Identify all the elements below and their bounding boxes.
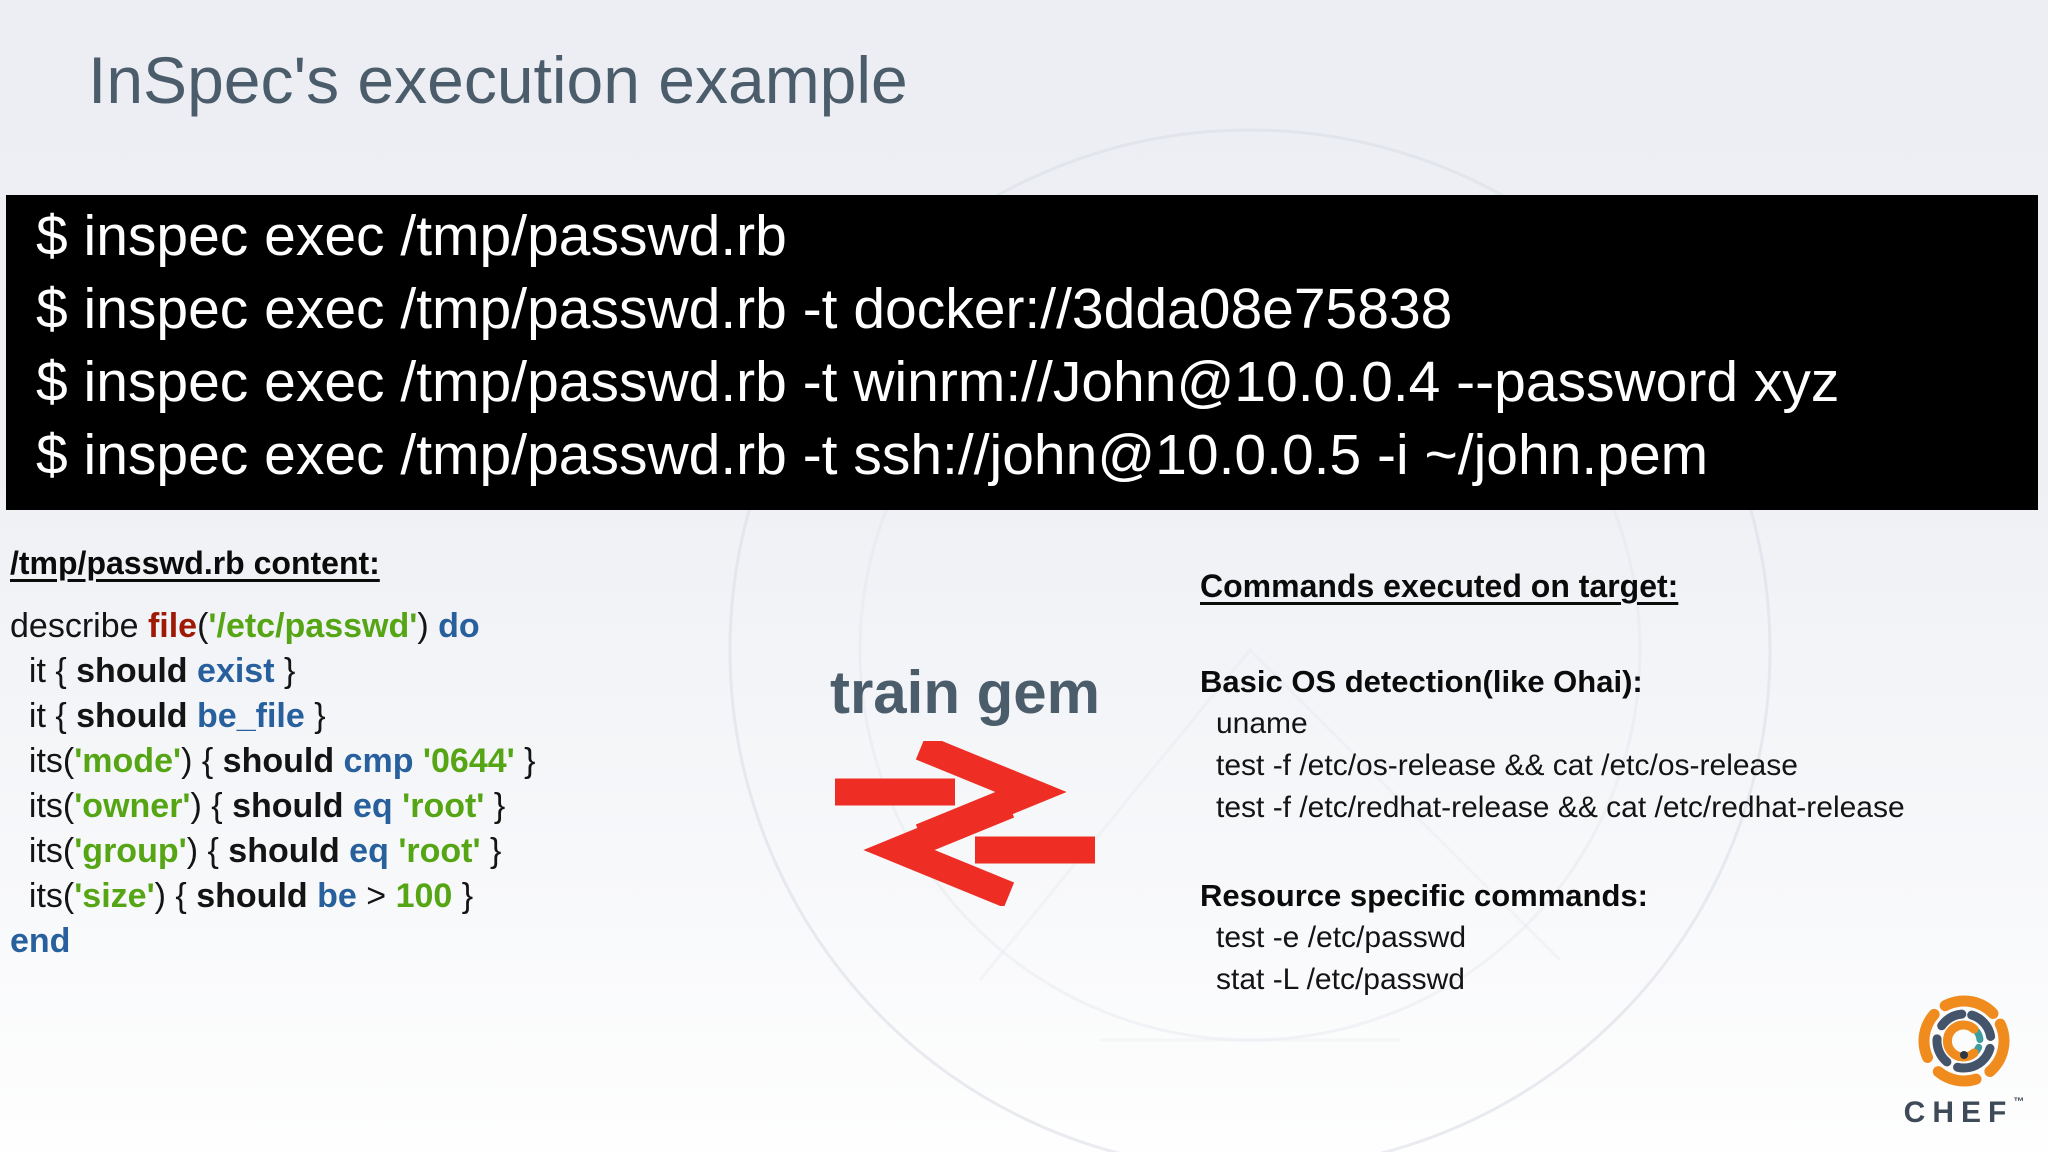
section-title: Basic OS detection(like Ohai): bbox=[1200, 664, 1643, 699]
chef-logo-icon bbox=[1918, 995, 2010, 1087]
double-arrow-train-icon bbox=[835, 734, 1095, 908]
command-line: stat -L /etc/passwd bbox=[1216, 963, 1465, 996]
terminal-block: $ inspec exec /tmp/passwd.rb $ inspec exe… bbox=[6, 195, 2038, 510]
command-line: test -e /etc/passwd bbox=[1216, 921, 1467, 954]
command-line: test -f /etc/os-release && cat /etc/os-r… bbox=[1216, 749, 1798, 782]
code-line: it { should exist } bbox=[10, 652, 296, 690]
code-line: its('group') { should eq 'root' } bbox=[10, 832, 502, 870]
code-line: its('size') { should be > 100 } bbox=[10, 877, 474, 915]
target-commands-panel: Commands executed on target: Basic OS de… bbox=[1200, 568, 2040, 1047]
section-title: Resource specific commands: bbox=[1200, 878, 1648, 913]
chef-brand: CHEF™ bbox=[1898, 993, 2030, 1130]
slide-title: InSpec's execution example bbox=[88, 43, 908, 117]
terminal-command-line: $ inspec exec /tmp/passwd.rb bbox=[36, 204, 787, 268]
passwd-rb-code-panel: /tmp/passwd.rb content: describe file('/… bbox=[10, 545, 770, 964]
command-line: uname bbox=[1216, 707, 1308, 740]
code-line: describe file('/etc/passwd') do bbox=[10, 607, 480, 645]
terminal-command-line: $ inspec exec /tmp/passwd.rb -t docker:/… bbox=[36, 277, 1453, 341]
train-gem-figure: train gem bbox=[805, 658, 1125, 911]
code-line: it { should be_file } bbox=[10, 697, 326, 735]
code-panel-heading: /tmp/passwd.rb content: bbox=[10, 545, 380, 581]
target-command-sections: Basic OS detection(like Ohai): uname test … bbox=[1200, 661, 2040, 1001]
terminal-command-line: $ inspec exec /tmp/passwd.rb -t winrm://… bbox=[36, 350, 1840, 414]
train-gem-label: train gem bbox=[829, 659, 1101, 726]
code-line: its('owner') { should eq 'root' } bbox=[10, 787, 506, 825]
code-line: end bbox=[10, 922, 71, 960]
code-line: its('mode') { should cmp '0644' } bbox=[10, 742, 536, 780]
command-line: test -f /etc/redhat-release && cat /etc/… bbox=[1216, 791, 1905, 824]
ruby-code-listing: describe file('/etc/passwd') do it { sho… bbox=[10, 604, 770, 964]
terminal-command-line: $ inspec exec /tmp/passwd.rb -t ssh://jo… bbox=[36, 423, 1709, 487]
trademark-symbol: ™ bbox=[2013, 1096, 2025, 1108]
target-command-section: Resource specific commands: test -e /etc/… bbox=[1200, 875, 2040, 1001]
target-command-section: Basic OS detection(like Ohai): uname test … bbox=[1200, 661, 2040, 829]
target-panel-heading: Commands executed on target: bbox=[1200, 568, 1679, 604]
chef-wordmark: CHEF™ bbox=[1903, 1096, 2025, 1129]
